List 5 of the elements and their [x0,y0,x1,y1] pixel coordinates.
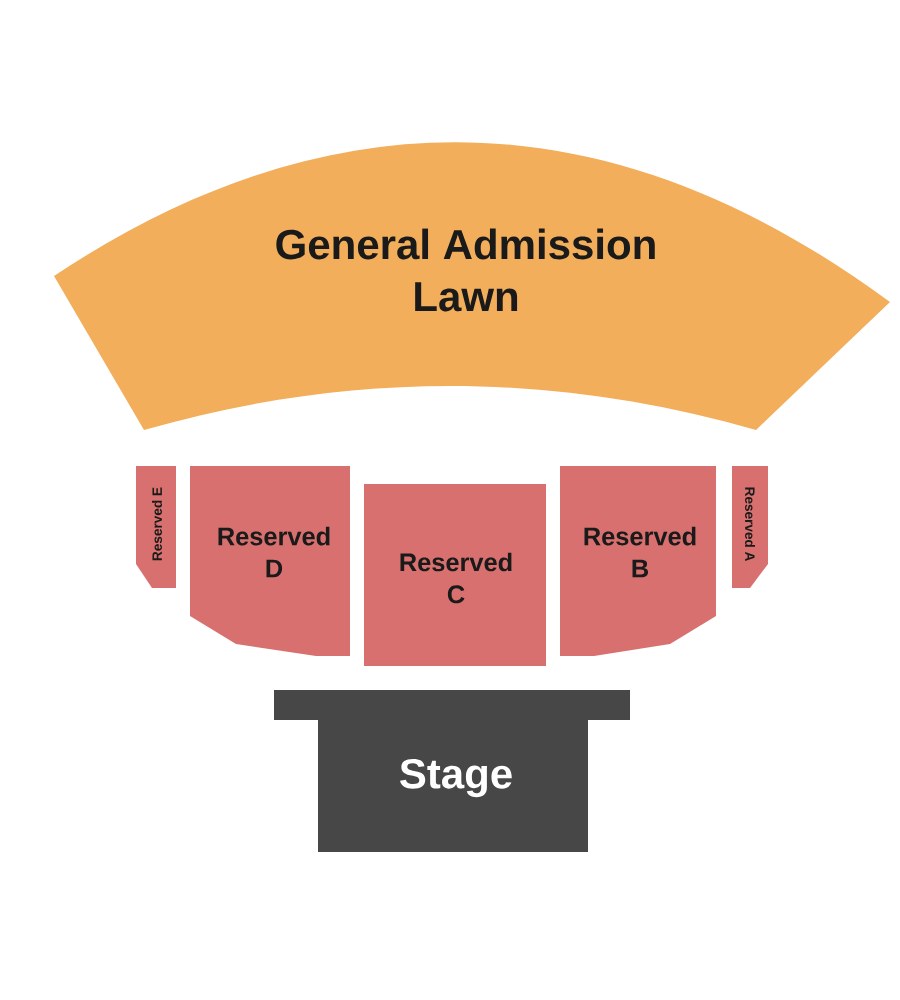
seating-section: Reserved D [190,466,350,656]
seating-section: Reserved B [560,466,716,656]
seating-section: Reserved C [364,484,546,666]
lawn-section: General Admission Lawn [54,142,890,430]
stage-block: Stage [274,690,630,852]
